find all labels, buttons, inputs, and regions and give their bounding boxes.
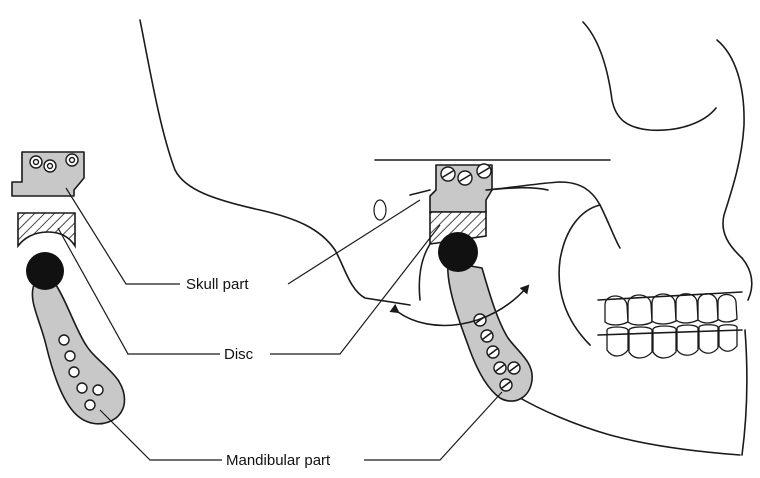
screw-icon: [487, 346, 499, 358]
disc-exploded: [18, 213, 75, 246]
screw-icon: [441, 167, 455, 181]
screw-icon: [508, 362, 520, 374]
mandibular-part-exploded: [26, 252, 125, 424]
label-skull-part: Skull part: [186, 276, 249, 293]
screw-icon: [494, 362, 506, 374]
screw-icon: [458, 171, 472, 185]
screw-icon: [477, 164, 491, 178]
label-mandibular-part: Mandibular part: [226, 452, 331, 469]
label-disc: Disc: [224, 346, 254, 363]
screw-icon: [500, 379, 512, 391]
teeth: [598, 292, 742, 358]
condyle-head-implanted: [438, 232, 478, 272]
screw-icon: [481, 330, 493, 342]
skull-part-implanted: [430, 164, 492, 212]
condyle-head-exploded: [26, 252, 64, 290]
skull-part-exploded: [12, 152, 84, 196]
